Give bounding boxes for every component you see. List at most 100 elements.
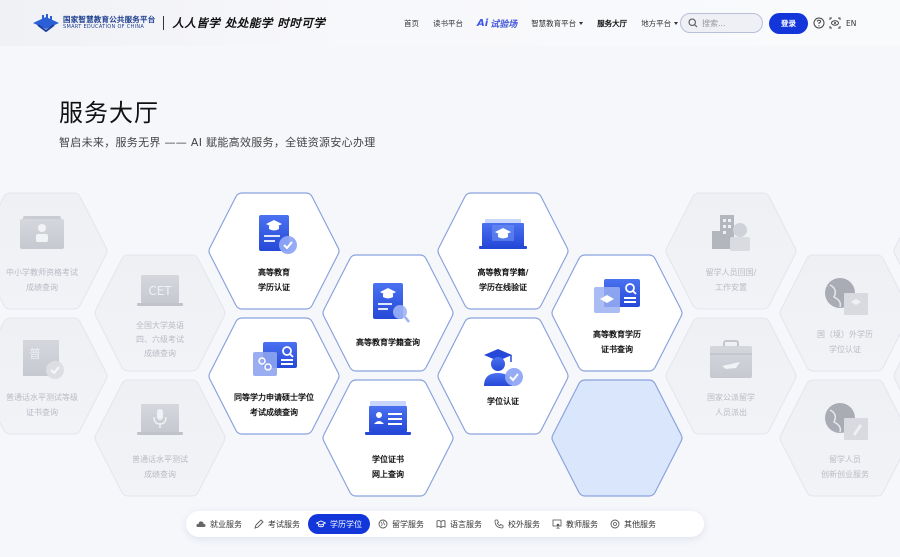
chevron-down-icon <box>674 21 679 25</box>
svg-text:CET: CET <box>148 284 172 298</box>
hex-partial-top <box>891 191 900 311</box>
globe-diploma-icon <box>825 278 868 315</box>
logo-slogan: 人人皆学 处处能学 时时可学 <box>172 16 326 30</box>
hex-label: 留学人员回国/ 工作安置 <box>705 268 757 292</box>
tab-exam[interactable]: 考试服务 <box>254 514 300 534</box>
hex-higher-edu-cert[interactable]: 高等教育 学历认证 <box>206 191 342 311</box>
hex-label: 高等教育学历 证书查询 <box>593 330 641 354</box>
hex-shape <box>322 379 454 497</box>
phone-icon <box>494 519 504 529</box>
hex-shape <box>437 192 569 310</box>
logo-divider <box>163 16 165 30</box>
hex-shape <box>893 361 900 391</box>
hex-empty-highlight <box>549 378 685 498</box>
logo-en: SMART EDUCATION OF CHINA <box>63 23 145 30</box>
hex-label: 高等教育学籍/ 学历在线验证 <box>477 268 529 292</box>
hex-label: 高等教育学籍查询 <box>356 338 420 347</box>
graduation-laptop-icon <box>479 219 527 249</box>
page-subtitle: 智启未来，服务无界 —— AI 赋能高效服务，全链资源安心办理 <box>59 136 376 149</box>
hex-label: 中小学教师资格考试 成绩查询 <box>6 268 78 292</box>
certificate-laptop-icon <box>365 401 411 435</box>
tab-study-abroad[interactable]: 留学服务 <box>378 514 424 534</box>
tab-teacher[interactable]: 教师服务 <box>552 514 598 534</box>
search-input[interactable] <box>702 18 762 28</box>
cloud-icon <box>196 521 206 527</box>
nav-smart-edu[interactable]: 智慧教育平台 <box>531 18 584 29</box>
hex-label: 全国大学英语 四、六级考试 成绩查询 <box>136 321 184 358</box>
hex-putonghua-score: 普通话水平测试 成绩查询 <box>92 378 228 498</box>
hex-degree-verify[interactable]: 学位认证 <box>435 316 571 436</box>
graduation-cap-icon <box>316 520 326 528</box>
diploma-search-icon <box>373 283 410 323</box>
hex-cet: CET 全国大学英语 四、六级考试 成绩查询 <box>92 253 228 373</box>
tab-label: 其他服务 <box>624 519 656 529</box>
tab-label: 留学服务 <box>392 519 424 529</box>
hex-shape <box>779 254 900 372</box>
hex-label: 高等教育 学历认证 <box>258 268 290 292</box>
tab-label: 教师服务 <box>566 519 598 529</box>
hex-label: 留学人员 创新创业服务 <box>821 455 869 479</box>
language-switch[interactable]: EN <box>846 19 857 28</box>
hex-putonghua-cert: 普 普通话水平测试等级 证书查询 <box>0 316 110 436</box>
hex-diploma-cert-search[interactable]: 高等教育学历 证书查询 <box>549 253 685 373</box>
nav-reading[interactable]: 读书平台 <box>433 18 463 29</box>
svg-text:普: 普 <box>29 347 41 361</box>
putonghua-badge-icon: 普 <box>23 340 64 379</box>
help-icon[interactable] <box>813 17 825 29</box>
hex-teacher-cert-exam: 中小学教师资格考试 成绩查询 <box>0 191 110 311</box>
search-icon <box>688 18 698 28</box>
tab-label: 语言服务 <box>450 519 482 529</box>
top-header: 国家智慧教育公共服务平台 SMART EDUCATION OF CHINA 人人… <box>0 0 900 46</box>
diploma-card-search-icon <box>594 279 640 313</box>
hex-shape <box>551 379 683 497</box>
tab-off-campus[interactable]: 校外服务 <box>494 514 540 534</box>
accessibility-eye-icon[interactable] <box>829 17 841 29</box>
nav-label: 智慧教育平台 <box>531 18 577 28</box>
hex-shape <box>94 254 226 372</box>
teacher-id-icon <box>20 216 64 249</box>
hex-label: 普通话水平测试等级 证书查询 <box>6 393 78 417</box>
hex-label: 学位证书 网上查询 <box>372 455 404 479</box>
score-search-icon <box>253 342 297 376</box>
page-title: 服务大厅 <box>59 99 159 127</box>
search-box[interactable] <box>680 13 763 33</box>
tab-education-degree[interactable]: 学历学位 <box>308 514 370 534</box>
tab-label: 学历学位 <box>330 519 362 529</box>
pen-icon <box>254 519 264 529</box>
site-logo[interactable]: 国家智慧教育公共服务平台 SMART EDUCATION OF CHINA 人人… <box>32 14 325 32</box>
hex-foreign-degree: 国（境）外学历 学位认证 <box>777 253 900 373</box>
nav-home[interactable]: 首页 <box>404 18 419 29</box>
hex-degree-cert-online[interactable]: 学位证书 网上查询 <box>320 378 456 498</box>
hex-student-status[interactable]: 高等教育学籍查询 <box>320 253 456 373</box>
hex-state-sponsored: 国家公派留学 人员派出 <box>663 316 799 436</box>
hex-partial-bottom <box>891 316 900 436</box>
hex-label: 国（境）外学历 学位认证 <box>817 330 873 354</box>
tab-language[interactable]: 语言服务 <box>436 514 482 534</box>
login-button[interactable]: 登录 <box>769 13 808 34</box>
nav-label: 服务大厅 <box>597 18 628 28</box>
book-open-icon <box>436 520 446 529</box>
hex-shape <box>665 192 797 310</box>
logo-cn: 国家智慧教育公共服务平台 <box>63 15 156 25</box>
cet-laptop-icon: CET <box>137 275 183 306</box>
nav-service-hall[interactable]: 服务大厅 <box>597 18 627 29</box>
hex-label: 普通话水平测试 成绩查询 <box>132 455 188 479</box>
teacher-icon <box>552 519 562 529</box>
nav-label: 地方平台 <box>641 18 672 28</box>
hex-returnee-settle: 留学人员回国/ 工作安置 <box>663 191 799 311</box>
tab-label: 考试服务 <box>268 519 300 529</box>
tab-employment[interactable]: 就业服务 <box>196 514 242 534</box>
nav-local[interactable]: 地方平台 <box>641 18 679 29</box>
tab-label: 校外服务 <box>508 519 540 529</box>
hex-shape <box>779 379 900 497</box>
hex-online-verify[interactable]: 高等教育学籍/ 学历在线验证 <box>435 191 571 311</box>
diploma-verified-icon <box>259 215 297 254</box>
ai-mark: Ai <box>477 17 489 29</box>
hex-equal-master[interactable]: 同等学力申请硕士学位 考试成绩查询 <box>206 316 342 436</box>
globe-rocket-icon <box>825 403 868 440</box>
tab-label: 就业服务 <box>210 519 242 529</box>
hex-label: 国家公派留学 人员派出 <box>707 393 755 417</box>
tab-other[interactable]: 其他服务 <box>610 514 656 534</box>
